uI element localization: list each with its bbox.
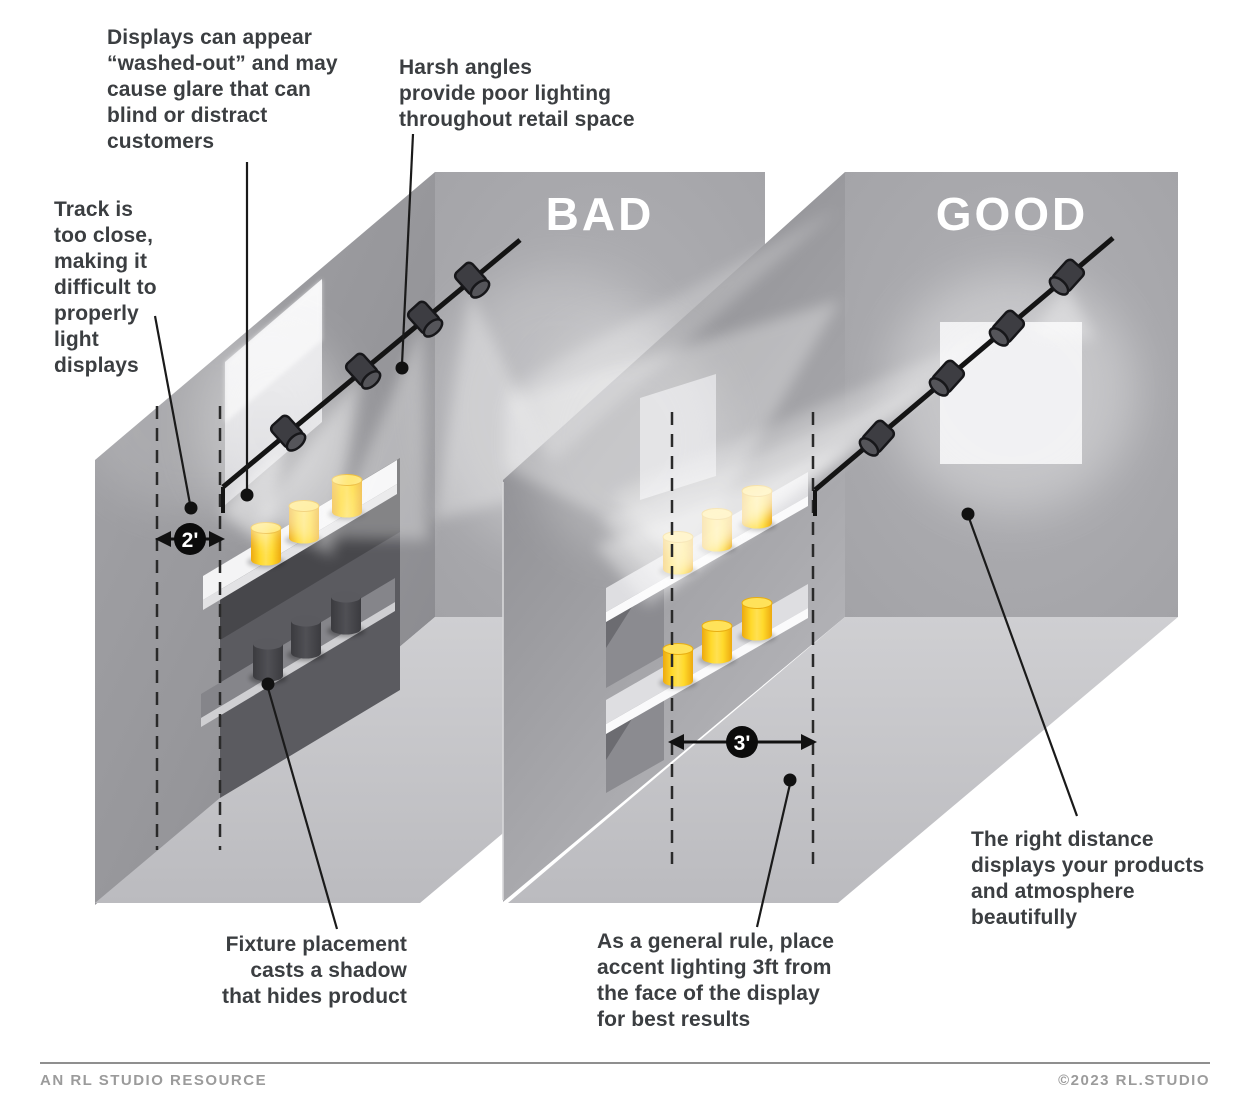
footer-copyright: ©2023 RL.STUDIO [1058,1072,1210,1089]
annotation-track-too-close: Track is too close, making it difficult … [54,198,157,377]
footer-divider [40,1062,1210,1064]
arrow-right-icon [209,531,225,547]
bad-track-lighting [221,238,522,513]
bad-distance-badge [174,523,206,555]
bad-track-fixture [406,300,444,338]
good-track-fixture [858,419,896,457]
good-room-scene: 3' GOOD [502,172,1178,903]
annotation-displays-washed-out: Displays can appear “washed-out” and may… [107,26,338,153]
annotation-harsh-angles: Harsh angles provide poor lighting throu… [399,56,635,131]
leader-lines [153,133,1079,930]
bad-track-fixture [344,352,382,390]
arrow-left-icon [155,531,171,547]
arrow-left-icon [668,734,684,750]
bad-shadowed-products [249,591,365,684]
good-divider-beams [505,208,840,560]
bad-title: BAD [546,188,655,240]
good-lower-products [659,597,776,689]
good-track-fixture [928,359,966,397]
annotation-right-distance: The right distance displays your product… [971,828,1205,929]
good-light-beams [596,284,1096,606]
bad-track-fixture [269,414,307,452]
bad-track-fixture [453,261,491,299]
good-floor [508,617,1178,903]
annotation-general-rule: As a general rule, place accent lighting… [597,930,835,1031]
good-title: GOOD [936,188,1089,240]
arrow-right-icon [801,734,817,750]
bad-distance-label: 2' [182,529,199,552]
bad-measurement: 2' [155,406,225,850]
footer-resource-credit: AN RL STUDIO RESOURCE [40,1072,268,1089]
annotation-fixture-placement: Fixture placement casts a shadow that hi… [222,933,407,1008]
good-track-fixture [1048,258,1086,296]
good-track-lighting [813,236,1115,516]
good-measurement: 3' [668,412,817,864]
leader-dots [184,361,975,787]
good-distance-label: 3' [734,732,751,755]
good-track-fixture [988,309,1026,347]
good-distance-badge [726,726,758,758]
